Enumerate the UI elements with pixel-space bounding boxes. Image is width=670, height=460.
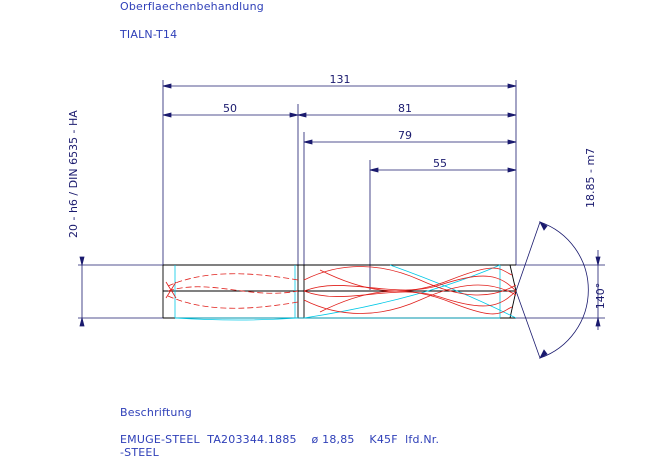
extension-lines: [162, 80, 517, 290]
helix-hidden: [167, 273, 299, 309]
shank-diameter-dimension: [78, 256, 163, 327]
marking-line-1: EMUGE-STEEL TA203344.1885 ø 18,85 K45F l…: [120, 433, 440, 446]
helix-flutes: [303, 266, 517, 315]
marking-label: Beschriftung: [120, 406, 192, 419]
cyan-construction: [174, 264, 517, 321]
dimension-lines: [162, 83, 517, 173]
dim-79: 79: [398, 129, 412, 142]
surface-treatment-label: Oberflaechenbehandlung: [120, 0, 264, 13]
diameter-spec-label: 18.85 - m7: [584, 148, 597, 208]
dim-55: 55: [433, 157, 447, 170]
dim-flute-length: 81: [398, 102, 412, 115]
marking-line-2: -STEEL: [120, 446, 159, 459]
shank-spec-label: 20 - h6 / DIN 6535 - HA: [67, 110, 80, 238]
dim-overall-length: 131: [330, 73, 351, 86]
coating-value: TIALN-T14: [120, 28, 178, 41]
cut-diameter-dimension: [516, 250, 605, 330]
point-angle-dimension: [515, 220, 589, 360]
dim-shank-length: 50: [223, 102, 237, 115]
point-angle-label: 140°: [594, 283, 607, 310]
tool-outline: [162, 264, 517, 319]
shank-end-marks: [165, 281, 177, 299]
